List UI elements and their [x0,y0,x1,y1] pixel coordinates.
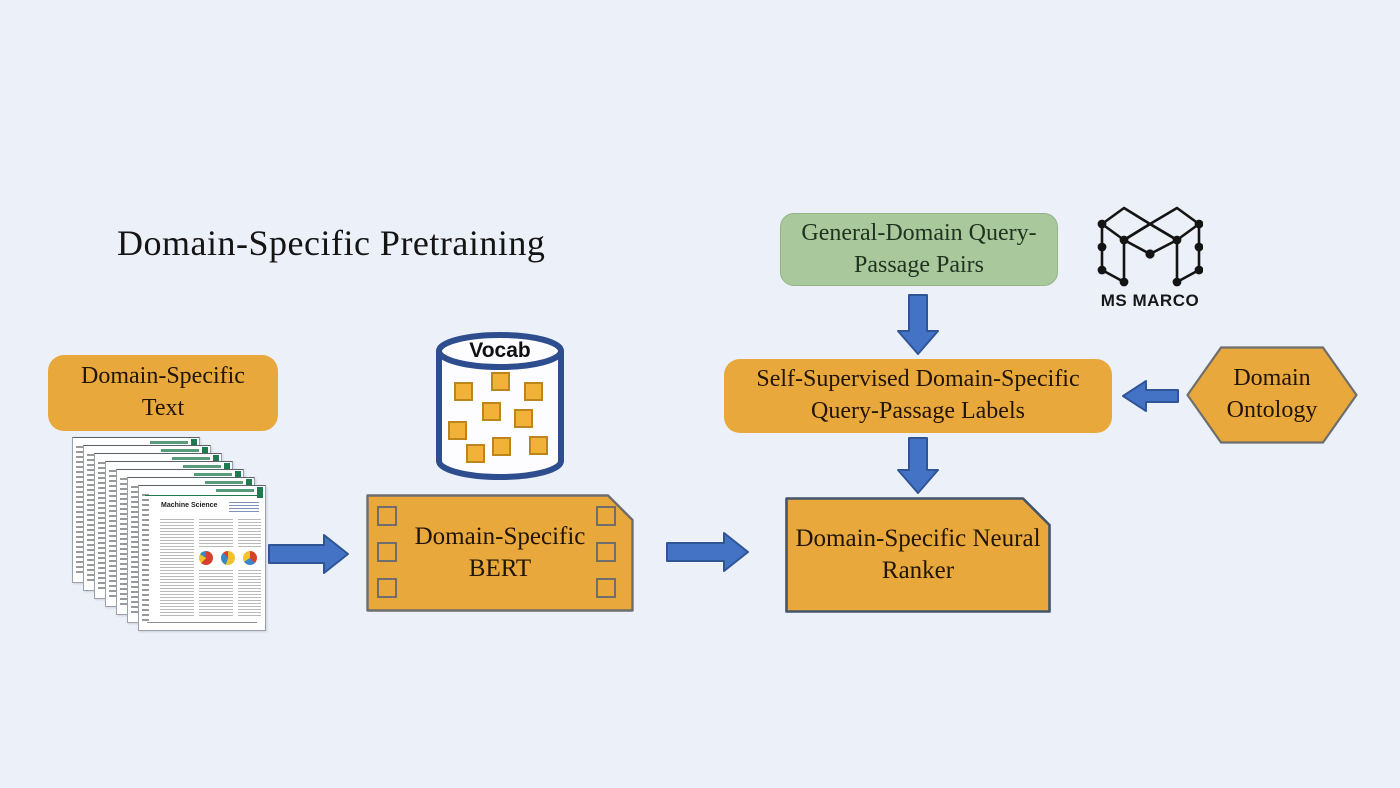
chip-square-icon [596,578,616,598]
token-square-icon [448,421,467,440]
front-page-text-column [238,519,261,618]
front-page-authors [229,502,259,512]
bert-chip-squares [377,506,616,598]
paper-green-tab [257,487,263,498]
figure-pie-icon [243,551,257,565]
chip-square-icon [377,506,397,526]
node-neural-ranker-label: Domain-Specific Neural Ranker [795,524,1041,585]
paper-margin-text [87,454,94,582]
node-general-domain-pairs-label: General-Domain Query-Passage Pairs [801,219,1037,278]
front-page-figure [195,548,261,568]
token-square-icon [514,409,533,428]
paper-green-tab [224,463,230,474]
ms-marco-logo-nodes [1097,219,1203,287]
front-page-text-column [160,519,194,618]
node-neural-ranker: Domain-Specific Neural Ranker [785,497,1051,613]
paper-margin-text [142,494,149,622]
paper-green-tab [235,471,241,482]
arrow-ontology-to-labels [1122,380,1179,412]
vocab-token-squares [448,372,548,463]
token-square-icon [454,382,473,401]
paper-margin-text [120,478,127,606]
node-general-domain-pairs: General-Domain Query-Passage Pairs [780,213,1058,286]
token-square-icon [491,372,510,391]
node-domain-ontology-label: Domain Ontology [1226,365,1318,423]
front-page-title: Machine Science [161,502,218,509]
vocab-label: Vocab [469,339,531,362]
token-square-icon [466,444,485,463]
chip-square-icon [377,578,397,598]
bert-box-shape [366,494,634,612]
arrow-bert-to-ranker [666,532,749,572]
ms-marco-wordmark: MS MARCO [1100,291,1200,310]
paper-green-tab [191,439,197,450]
chip-square-icon [377,542,397,562]
node-domain-specific-bert: Domain-Specific BERT [366,494,634,612]
token-square-icon [482,402,501,421]
paper-header-rule [172,457,210,460]
paper-margin-text [131,486,138,614]
chip-square-icon [596,542,616,562]
paper-green-tab [202,447,208,458]
cylinder-icon [436,332,564,480]
paper-stack: Machine Science [72,437,342,649]
ontology-hexagon-shape [1186,346,1358,444]
paper-margin-text [98,462,105,590]
arrow-labels-to-ranker [897,437,939,494]
paper-margin-text [109,470,116,598]
node-self-supervised-labels: Self-Supervised Domain-Specific Query-Pa… [724,359,1112,433]
page-title: Domain-Specific Pretraining [117,223,546,263]
paper-header-rule [194,473,232,476]
paper-green-tab [246,479,252,490]
node-self-supervised-labels-label: Self-Supervised Domain-Specific Query-Pa… [756,366,1080,424]
ranker-box-shape [785,497,1051,613]
figure-pie-icon [221,551,235,565]
ms-marco-logo-icon [1097,206,1203,287]
paper-header-rule [216,489,254,492]
vocab-cylinder: Vocab [434,330,566,482]
node-domain-specific-text: Domain-Specific Text [48,355,278,431]
front-page-rule [145,495,259,496]
node-domain-specific-text-label: Domain-Specific Text [81,363,245,421]
node-domain-ontology: Domain Ontology [1186,346,1358,444]
paper-header-rule [161,449,199,452]
figure-pie-icon [199,551,213,565]
token-square-icon [529,436,548,455]
front-page-footer-rule [147,622,257,623]
arrow-pairs-to-labels [897,294,939,355]
chip-square-icon [596,506,616,526]
paper-margin-text [76,446,83,574]
paper-sheet-front: Machine Science [138,485,266,631]
token-square-icon [492,437,511,456]
paper-header-rule [150,441,188,444]
paper-header-rule [183,465,221,468]
paper-green-tab [213,455,219,466]
token-square-icon [524,382,543,401]
front-page-text-column [199,519,233,618]
paper-header-rule [205,481,243,484]
arrow-papers-to-bert [268,534,349,574]
node-domain-specific-bert-label: Domain-Specific BERT [414,522,586,583]
